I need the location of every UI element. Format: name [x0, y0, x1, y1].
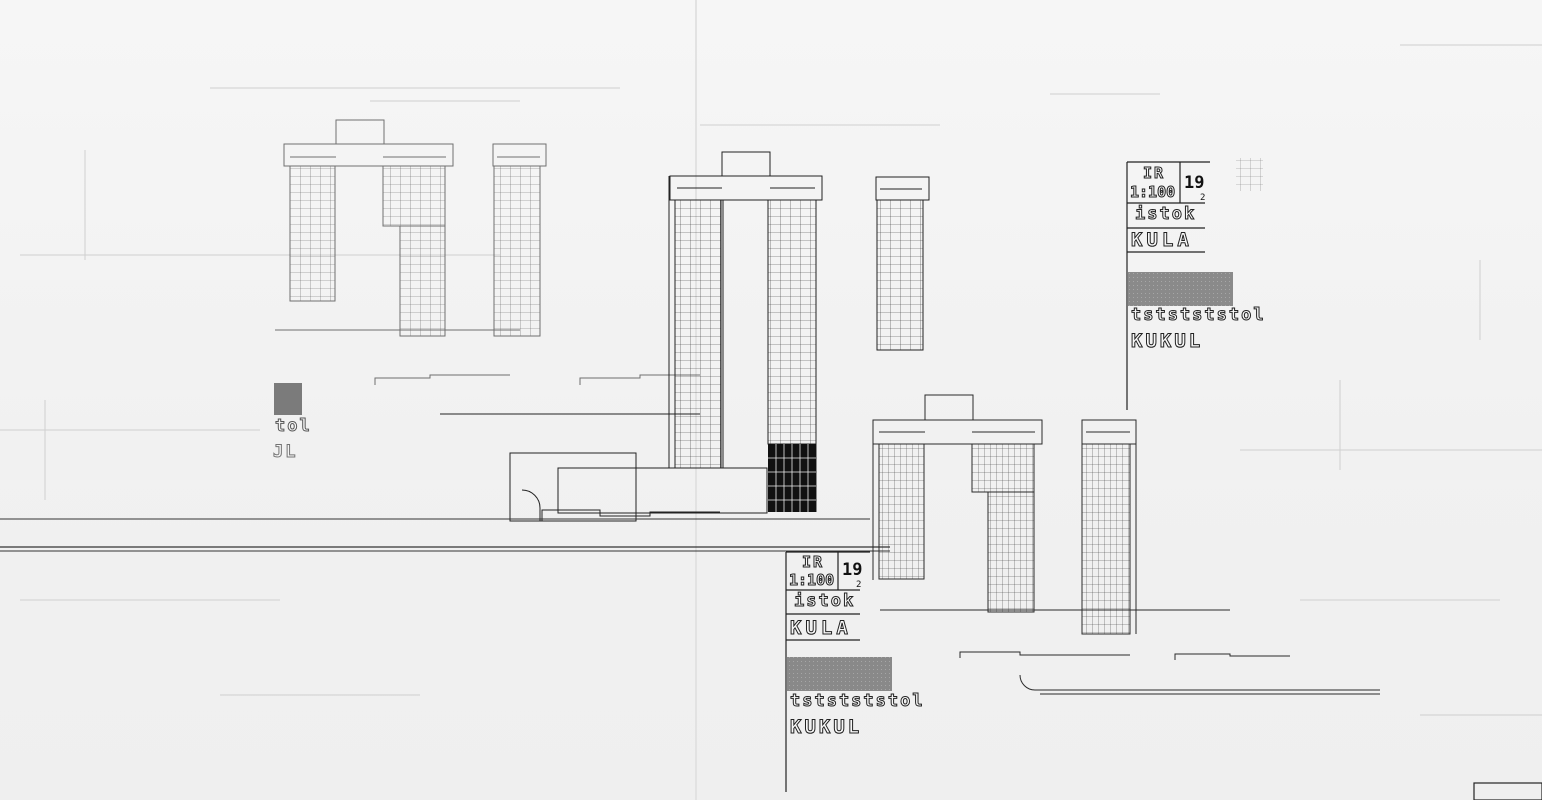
title-block-repeat-name: KUKUL	[1130, 330, 1204, 353]
title-block-name-lower: KULA	[790, 617, 852, 640]
title-block-sheet-suffix-lower: 2	[856, 580, 862, 590]
title-block-hatch-lower	[787, 657, 892, 691]
title-block-sheet-number: 19	[1184, 173, 1205, 193]
title-block-scale-lower: 1:100	[788, 571, 835, 590]
right-lower-elevation	[872, 394, 1380, 695]
fragment-side-label: tol	[275, 416, 312, 437]
title-block-logo-lower: IR	[801, 553, 825, 572]
title-block-repeat-side-lower: tststststol	[790, 691, 925, 712]
title-block-side: istok	[1134, 204, 1197, 225]
title-block-sheet-suffix: 2	[1200, 193, 1206, 203]
construction-lines	[0, 44, 1542, 716]
title-block-scale: 1:100	[1129, 183, 1176, 202]
fragment-window-grid	[1236, 158, 1263, 191]
title-block-repeat-name-lower: KUKUL	[789, 716, 863, 739]
title-block-repeat-side: tststststol	[1131, 305, 1266, 326]
title-block-side-lower: istok	[793, 591, 856, 612]
title-block-hatch-upper	[1128, 272, 1233, 306]
title-block-frames	[785, 161, 1542, 800]
title-block-name: KULA	[1131, 229, 1193, 252]
title-block-sheet-number-lower: 19	[842, 560, 863, 580]
left-hatch-block	[274, 383, 302, 415]
left-elevation	[275, 119, 700, 385]
ground-line	[0, 518, 890, 552]
title-block-logo: IR	[1142, 164, 1166, 183]
fragment-name-label: JL	[272, 442, 298, 463]
entrance-grid	[768, 444, 816, 512]
